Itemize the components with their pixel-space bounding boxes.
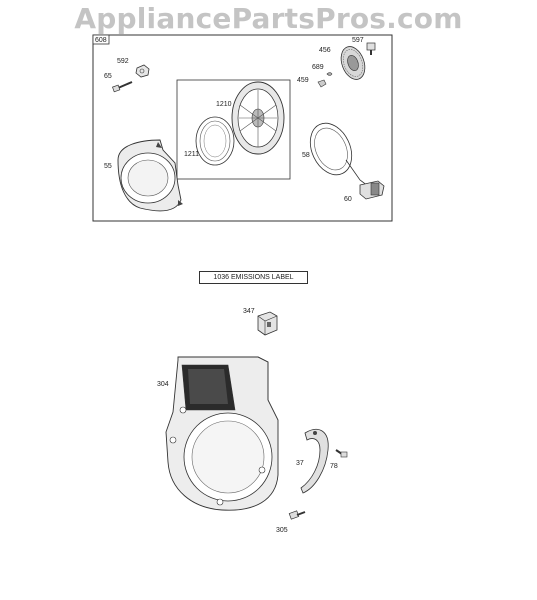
callout-37: 37 bbox=[296, 460, 304, 467]
baffle-37 bbox=[300, 429, 329, 494]
callout-65: 65 bbox=[104, 73, 112, 80]
screw-78 bbox=[335, 449, 348, 458]
site-watermark: AppliancePartsPros.com bbox=[74, 2, 463, 35]
starter-handle-60 bbox=[359, 180, 385, 200]
starter-rope-58 bbox=[309, 122, 369, 187]
callout-58: 58 bbox=[302, 152, 310, 159]
blower-housing-304 bbox=[165, 356, 279, 511]
callout-304: 304 bbox=[157, 381, 169, 388]
ratchet-456 bbox=[340, 46, 366, 80]
callout-592: 592 bbox=[117, 58, 129, 65]
box-label-frame bbox=[92, 34, 110, 45]
callout-305: 305 bbox=[276, 527, 288, 534]
callout-459: 459 bbox=[297, 77, 309, 84]
bracket-347 bbox=[257, 311, 278, 336]
clip-689 bbox=[326, 72, 333, 76]
callout-60: 60 bbox=[344, 196, 352, 203]
box-label: 608 bbox=[95, 37, 107, 44]
callout-78: 78 bbox=[330, 463, 338, 470]
screw-597 bbox=[366, 42, 376, 55]
pawl-459 bbox=[317, 79, 327, 88]
callout-55: 55 bbox=[104, 163, 112, 170]
pulley-1210 bbox=[231, 81, 285, 155]
pulley-subgroup-box bbox=[176, 79, 291, 180]
nut-592 bbox=[135, 64, 150, 78]
callout-689: 689 bbox=[312, 64, 324, 71]
starter-housing-55 bbox=[117, 139, 183, 212]
callout-456: 456 bbox=[319, 47, 331, 54]
callout-1210: 1210 bbox=[216, 101, 232, 108]
callout-1211: 1211 bbox=[184, 151, 199, 158]
starter-group-box bbox=[92, 34, 393, 222]
bolt-65 bbox=[112, 81, 133, 93]
callout-597: 597 bbox=[352, 37, 364, 44]
rewind-spring-1211 bbox=[195, 116, 235, 166]
emissions-label-box: 1036 EMISSIONS LABEL bbox=[199, 271, 308, 284]
screw-305 bbox=[288, 510, 306, 520]
callout-347: 347 bbox=[243, 308, 255, 315]
